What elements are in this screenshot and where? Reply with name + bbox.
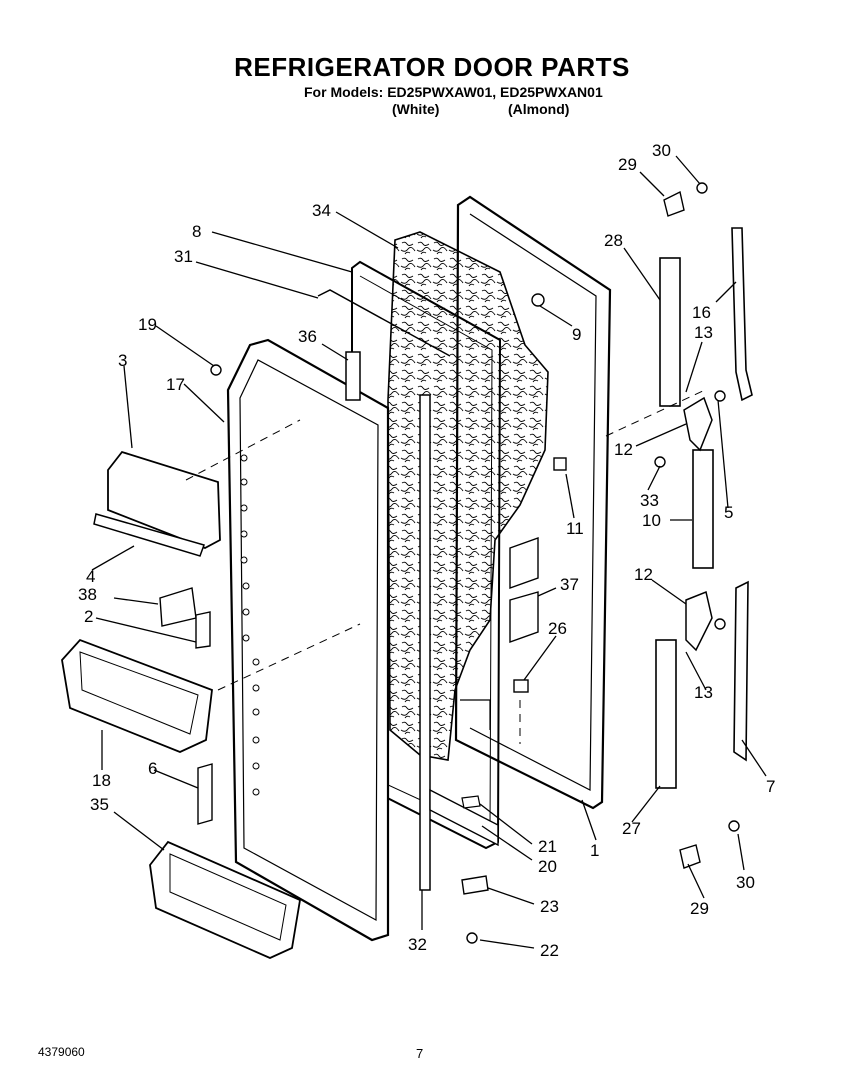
callout-27: 27 xyxy=(622,819,641,838)
clip-26 xyxy=(513,679,529,693)
callout-30: 30 xyxy=(652,141,671,160)
callout-36: 36 xyxy=(298,327,317,346)
callout-3: 3 xyxy=(118,351,127,370)
page-number: 7 xyxy=(416,1046,424,1061)
handle-strip-upper xyxy=(731,227,753,402)
callout-26: 26 xyxy=(548,619,567,638)
hinge-block xyxy=(345,351,361,401)
callout-labels: 30 29 34 8 28 31 9 16 13 19 36 3 17 12 1… xyxy=(78,141,775,960)
door-strip xyxy=(419,394,431,891)
screw-5-lower xyxy=(714,618,726,630)
bin-clip xyxy=(195,611,211,649)
callout-7: 7 xyxy=(766,777,775,796)
callout-23: 23 xyxy=(540,897,559,916)
callout-35: 35 xyxy=(90,795,109,814)
callout-18: 18 xyxy=(92,771,111,790)
callout-5: 5 xyxy=(724,503,733,522)
callout-21: 21 xyxy=(538,837,557,856)
bin-bracket xyxy=(159,587,197,627)
callout-8: 8 xyxy=(192,222,201,241)
callout-10: 10 xyxy=(642,511,661,530)
callout-20: 20 xyxy=(538,857,557,876)
handle-end-cap-lower xyxy=(685,590,713,652)
callout-29: 29 xyxy=(618,155,637,174)
spacer-block-lower xyxy=(509,591,539,643)
handle-trim-upper xyxy=(659,257,681,407)
hinge-bushing xyxy=(461,875,489,895)
screw-5-upper xyxy=(714,390,726,402)
callout-38: 38 xyxy=(78,585,97,604)
callout-37: 37 xyxy=(560,575,579,594)
callout-32: 32 xyxy=(408,935,427,954)
callout-29-lower: 29 xyxy=(690,899,709,918)
clip-11 xyxy=(553,457,567,471)
screw-30-bottom xyxy=(728,820,740,832)
callout-30-lower: 30 xyxy=(736,873,755,892)
spacer-block-upper xyxy=(509,537,539,589)
callout-28: 28 xyxy=(604,231,623,250)
callout-12-lower: 12 xyxy=(634,565,653,584)
callout-16: 16 xyxy=(692,303,711,322)
stop-pin xyxy=(461,795,481,809)
screw-22 xyxy=(466,932,478,944)
callout-33: 33 xyxy=(640,491,659,510)
callout-6: 6 xyxy=(148,759,157,778)
bottom-door-bin xyxy=(149,840,302,959)
variant-white: (White) xyxy=(392,101,440,117)
callout-1: 1 xyxy=(590,841,599,860)
callout-22: 22 xyxy=(540,941,559,960)
callout-31: 31 xyxy=(174,247,193,266)
callout-13-lower: 13 xyxy=(694,683,713,702)
callout-19: 19 xyxy=(138,315,157,334)
page-title: REFRIGERATOR DOOR PARTS xyxy=(234,52,630,82)
liner-clip xyxy=(197,763,213,825)
document-number: 4379060 xyxy=(38,1045,85,1059)
screw-30-top xyxy=(696,182,708,194)
door-shelf-bin xyxy=(61,638,213,753)
callout-4: 4 xyxy=(86,567,95,586)
handle-insert xyxy=(692,449,714,569)
hinge-cap-bottom xyxy=(679,844,701,869)
handle-strip-lower xyxy=(733,580,749,762)
callout-13-upper: 13 xyxy=(694,323,713,342)
top-shelf-cover xyxy=(93,450,221,557)
callout-2: 2 xyxy=(84,607,93,626)
screw-33 xyxy=(654,456,666,468)
callout-9: 9 xyxy=(572,325,581,344)
callout-12-upper: 12 xyxy=(614,440,633,459)
screw-19 xyxy=(210,364,222,376)
callout-34: 34 xyxy=(312,201,331,220)
handle-end-cap-upper xyxy=(683,396,713,452)
variant-almond: (Almond) xyxy=(508,101,570,117)
callout-11: 11 xyxy=(566,519,584,538)
bottom-trim xyxy=(429,788,499,847)
callout-17: 17 xyxy=(166,375,185,394)
screw-9 xyxy=(531,293,545,307)
door-liner xyxy=(226,338,390,942)
hinge-cap-top xyxy=(663,190,685,217)
model-list: For Models: ED25PWXAW01, ED25PWXAN01 xyxy=(304,84,603,100)
handle-trim-lower xyxy=(655,639,677,789)
leader-lines xyxy=(91,155,767,949)
